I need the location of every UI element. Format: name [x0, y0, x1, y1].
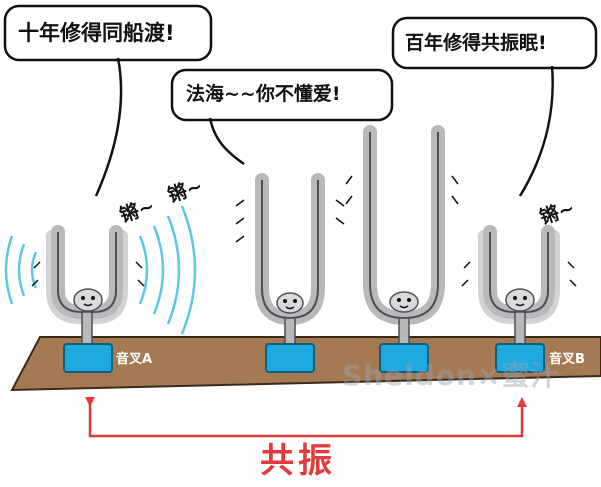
watermark: Sheldon×蜜汁 [342, 359, 560, 392]
resonance-caption: 共振 [260, 441, 336, 481]
fork-label-b: 音叉B [549, 352, 585, 367]
fork-base-a [63, 343, 113, 373]
tuning-fork-middle-tall [345, 125, 459, 347]
tuning-fork-a [31, 225, 145, 347]
tuning-fork-b [461, 225, 577, 347]
speech-text-right: 百年修得共振眠! [405, 32, 547, 54]
fork-base-middle-tall [379, 343, 429, 373]
speech-bubble-right [391, 16, 598, 197]
fork-label-a: 音叉A [116, 352, 153, 367]
fork-base-b [495, 343, 545, 373]
speech-bubble-left [3, 4, 213, 197]
speech-text-left: 十年修得同船渡! [18, 21, 175, 45]
resonance-arrow [85, 397, 527, 438]
tuning-fork-middle-short [235, 173, 345, 347]
speech-text-middle: 法海~~你不懂爱! [186, 83, 341, 105]
sound-waves [4, 205, 197, 335]
fork-base-middle-short [265, 343, 315, 373]
speech-bubble-middle [170, 68, 394, 166]
